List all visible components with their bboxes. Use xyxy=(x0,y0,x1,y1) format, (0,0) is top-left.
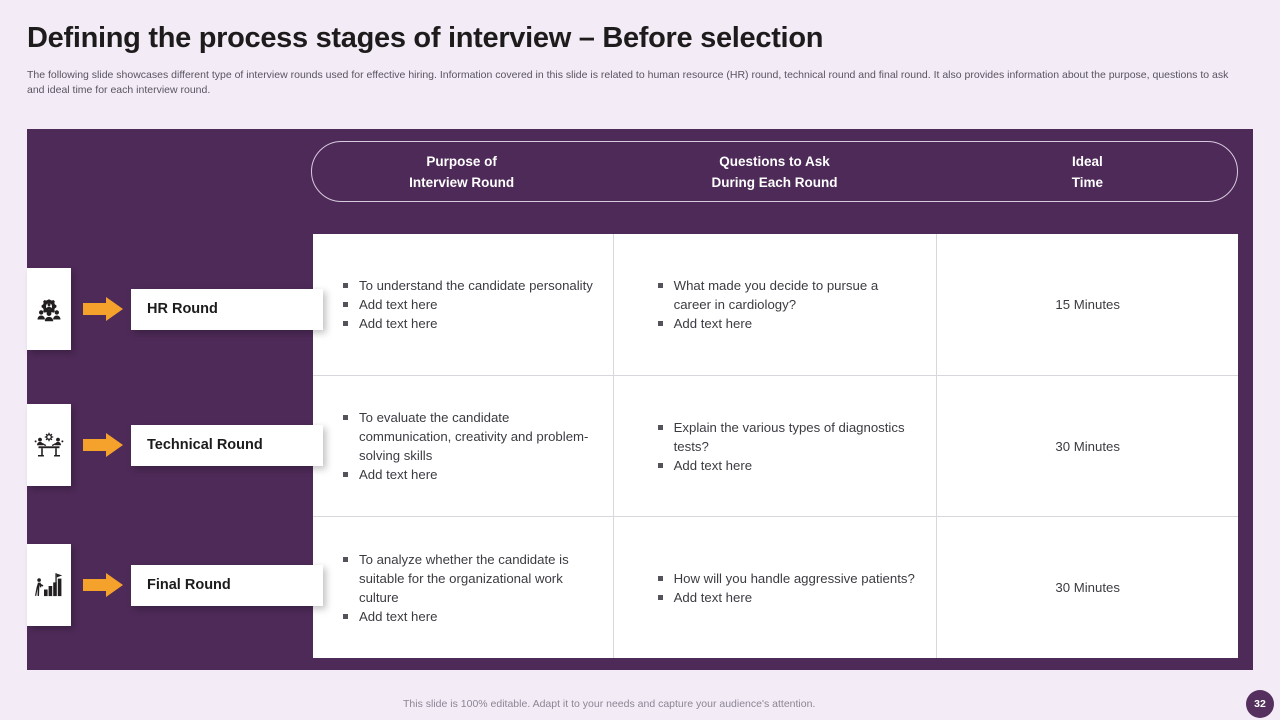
page-number-badge: 32 xyxy=(1246,690,1274,718)
list-item: Add text here xyxy=(343,295,595,314)
list-item: Add text here xyxy=(657,314,919,333)
icon-box-hr-round xyxy=(27,268,71,350)
arrow-right-icon xyxy=(82,294,124,324)
list-item: To analyze whether the candidate is suit… xyxy=(343,550,595,607)
table-row: To understand the candidate personality … xyxy=(313,234,1238,376)
cell-questions: How will you handle aggressive patients?… xyxy=(614,517,938,659)
page-subtitle: The following slide showcases different … xyxy=(27,69,1229,96)
page-title: Defining the process stages of interview… xyxy=(27,22,824,54)
column-header-questions: Questions to Ask During Each Round xyxy=(612,151,936,193)
column-header-time-line2: Time xyxy=(1071,174,1103,190)
ideal-time-value: 30 Minutes xyxy=(1055,438,1120,454)
list-item: Add text here xyxy=(343,465,595,484)
cell-ideal-time: 30 Minutes xyxy=(937,376,1238,517)
interview-rounds-table: To understand the candidate personality … xyxy=(313,234,1238,659)
list-item: Add text here xyxy=(343,607,595,626)
arrow-right-icon xyxy=(82,570,124,600)
growth-flag-icon xyxy=(35,572,63,598)
list-item: Explain the various types of diagnostics… xyxy=(657,418,919,456)
column-header-questions-line1: Questions to Ask xyxy=(719,153,830,169)
stage-final-round[interactable]: Final Round xyxy=(27,544,323,626)
column-header-purpose: Purpose of Interview Round xyxy=(311,151,612,193)
list-item: To evaluate the candidate communication,… xyxy=(343,408,595,465)
questions-bullet-list: What made you decide to pursue a career … xyxy=(657,276,919,333)
column-header-purpose-line1: Purpose of xyxy=(426,153,497,169)
list-item: What made you decide to pursue a career … xyxy=(657,276,919,314)
purpose-bullet-list: To understand the candidate personality … xyxy=(343,276,595,333)
column-header-time: Ideal Time xyxy=(937,151,1238,193)
cell-questions: What made you decide to pursue a career … xyxy=(614,234,938,375)
list-item: Add text here xyxy=(343,314,595,333)
column-header-purpose-line2: Interview Round xyxy=(409,174,515,190)
ideal-time-value: 15 Minutes xyxy=(1055,296,1120,312)
list-item: Add text here xyxy=(657,588,919,607)
gear-people-icon xyxy=(35,296,63,322)
footer-note: This slide is 100% editable. Adapt it to… xyxy=(403,698,816,710)
cell-purpose: To analyze whether the candidate is suit… xyxy=(313,517,614,659)
cell-ideal-time: 15 Minutes xyxy=(937,234,1238,375)
purpose-bullet-list: To analyze whether the candidate is suit… xyxy=(343,550,595,626)
column-header-time-line1: Ideal xyxy=(1071,153,1103,169)
list-item: To understand the candidate personality xyxy=(343,276,595,295)
list-item: Add text here xyxy=(657,456,919,475)
list-item: How will you handle aggressive patients? xyxy=(657,569,919,588)
table-row: To analyze whether the candidate is suit… xyxy=(313,517,1238,659)
questions-bullet-list: How will you handle aggressive patients?… xyxy=(657,569,919,607)
arrow-right-icon xyxy=(82,430,124,460)
stage-hr-round[interactable]: HR Round xyxy=(27,268,323,350)
cell-questions: Explain the various types of diagnostics… xyxy=(614,375,938,517)
table-row: To evaluate the candidate communication,… xyxy=(313,375,1238,518)
cell-ideal-time: 30 Minutes xyxy=(937,517,1238,658)
icon-box-final-round xyxy=(27,544,71,626)
stage-label-hr-round[interactable]: HR Round xyxy=(131,288,323,330)
interview-table-gear-icon xyxy=(34,432,64,458)
questions-bullet-list: Explain the various types of diagnostics… xyxy=(657,418,919,475)
cell-purpose: To evaluate the candidate communication,… xyxy=(313,375,614,517)
table-header-row: Purpose of Interview Round Questions to … xyxy=(311,141,1238,202)
cell-purpose: To understand the candidate personality … xyxy=(313,234,614,375)
table-header-pill xyxy=(311,141,1238,202)
purpose-bullet-list: To evaluate the candidate communication,… xyxy=(343,408,595,484)
icon-box-technical-round xyxy=(27,404,71,486)
ideal-time-value: 30 Minutes xyxy=(1055,580,1120,596)
stage-label-technical-round[interactable]: Technical Round xyxy=(131,424,323,466)
stage-label-final-round[interactable]: Final Round xyxy=(131,564,323,606)
stage-technical-round[interactable]: Technical Round xyxy=(27,404,323,486)
column-header-questions-line2: During Each Round xyxy=(711,174,838,190)
